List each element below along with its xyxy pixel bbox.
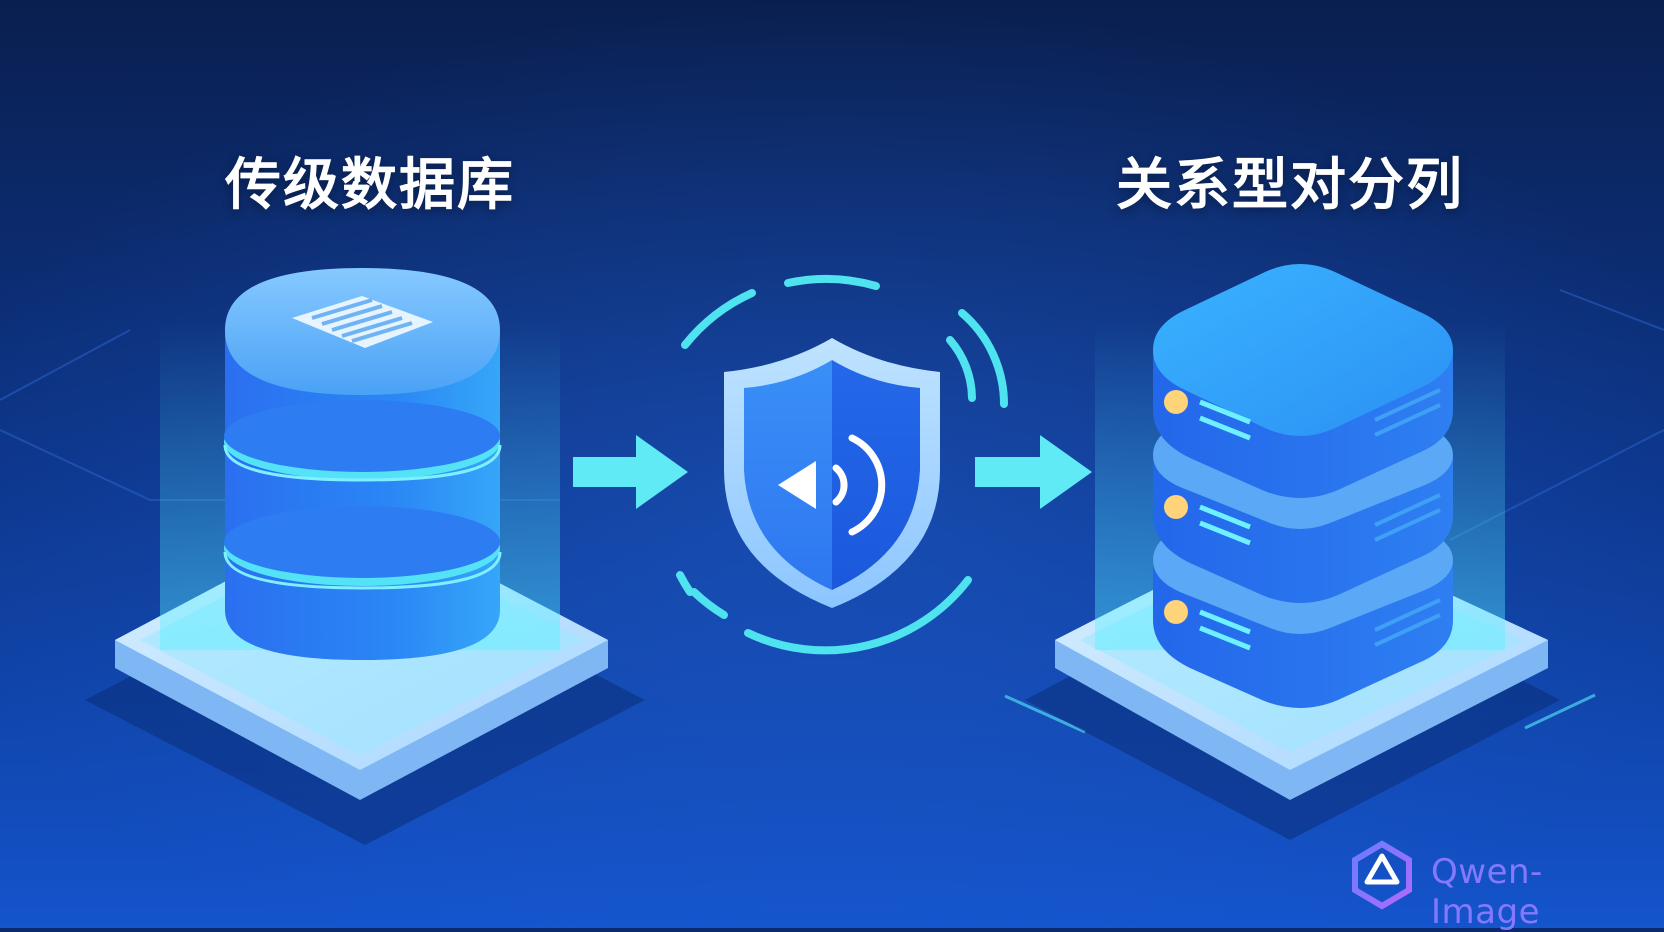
arrow-right-icon [975,435,1092,509]
shield-audio-icon [676,275,1008,655]
document-icon [292,296,433,348]
watermark-text: Qwen-Image [1431,852,1543,932]
watermark: Qwen-Image [1347,840,1647,932]
database-cylinder-icon [85,268,645,845]
accent-dashes [1004,693,1596,734]
source-database-label: 传级数据库 [225,153,515,218]
qwen-logo-icon [1352,840,1412,910]
target-database-label: 关系型对分列 [1116,153,1464,218]
server-stack-icon [1025,264,1560,840]
arrow-right-icon [573,435,688,509]
